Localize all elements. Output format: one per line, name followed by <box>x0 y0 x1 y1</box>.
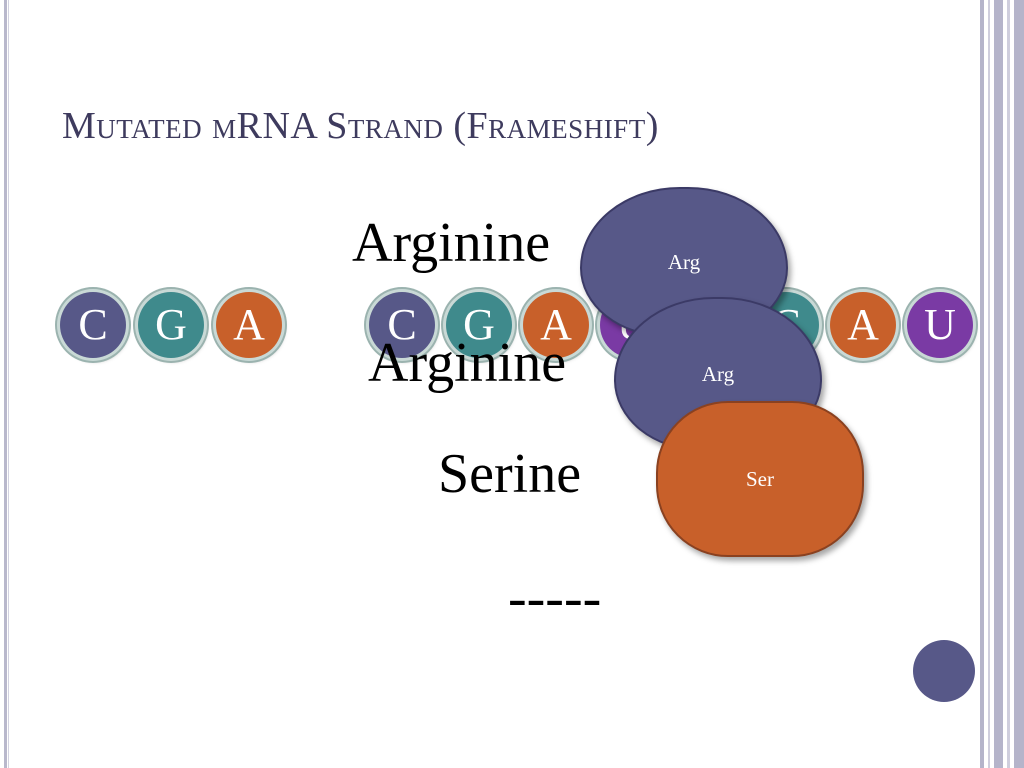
nucleotide-a-2: A <box>523 292 589 358</box>
nucleotide-g-2: G <box>446 292 512 358</box>
nucleotide-c-1: C <box>60 292 126 358</box>
amino-acid-word-arginine-2: Arginine <box>368 332 567 394</box>
slide-frame-right <box>978 0 1024 768</box>
nucleotide-u-2: U <box>907 292 973 358</box>
amino-acid-bubble-ser: Ser <box>656 401 864 557</box>
amino-acid-word-stop: ----- <box>508 567 602 629</box>
slide-frame-left-inner <box>8 0 9 768</box>
amino-acid-word-serine: Serine <box>438 443 582 505</box>
nucleotide-g-1: G <box>138 292 204 358</box>
nucleotide-a-3: A <box>830 292 896 358</box>
decorative-circle <box>913 640 975 702</box>
slide-frame-left <box>4 0 7 768</box>
amino-acid-word-arginine-1: Arginine <box>352 212 551 274</box>
nucleotide-a-1: A <box>216 292 282 358</box>
slide-title: Mutated mRNA Strand (Frameshift) <box>62 105 659 147</box>
nucleotide-c-2: C <box>369 292 435 358</box>
